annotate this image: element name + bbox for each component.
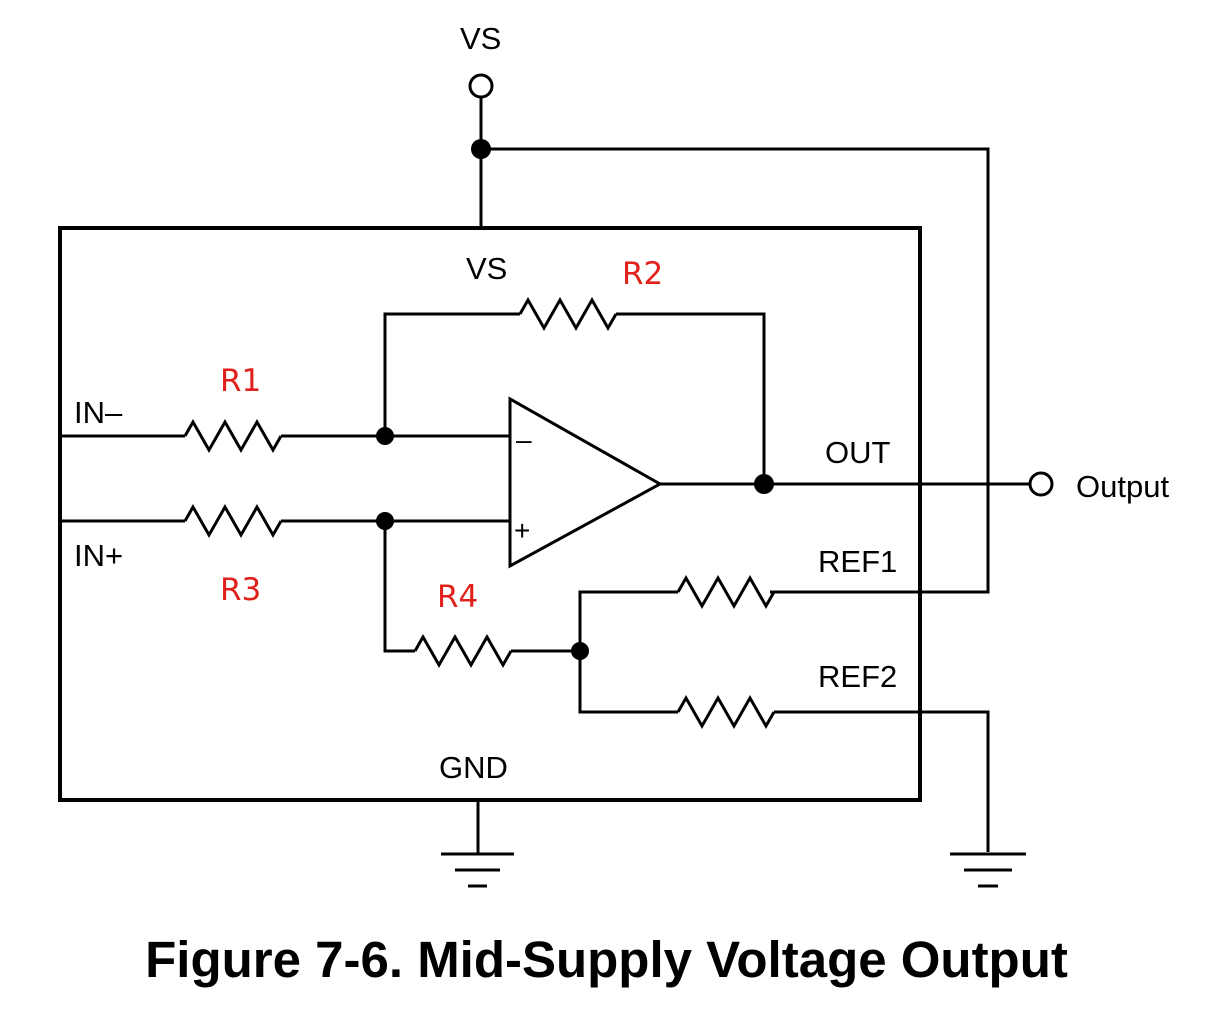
output-terminal [1028,471,1054,497]
r4-left-wire [383,521,415,653]
feedback-right-wire [616,312,766,484]
resistor-r4 [413,633,513,669]
ref2-branch-wire [578,651,678,714]
out-node-dot [754,474,774,494]
ref1-branch-wire [578,590,678,651]
ref2-label: REF2 [818,659,897,694]
in-plus-label: IN+ [74,538,123,573]
resistor-ref1 [676,574,776,610]
ground-symbol-ref2 [950,852,1026,888]
in-minus-label: IN– [74,395,123,430]
op-amp-minus-sign: – [516,424,532,455]
vs-to-ref1-wire [481,147,990,594]
r3-label: R3 [220,572,261,608]
resistor-r3 [183,503,283,539]
op-amp [508,396,664,569]
ref1-label: REF1 [818,544,897,579]
resistor-ref2 [676,694,776,730]
r1-label: R1 [220,363,261,399]
vs-top-label: VS [460,21,501,56]
figure-caption: Figure 7-6. Mid-Supply Voltage Output [145,931,1068,988]
ground-symbol-gnd [441,852,514,888]
vs-inner-label: VS [466,251,507,286]
out-label: OUT [825,435,891,470]
r2-label: R2 [622,256,663,292]
r4-label: R4 [437,579,478,615]
op-amp-plus-sign: + [514,515,530,546]
vs-terminal [468,73,494,99]
resistor-r1 [183,418,283,454]
ref2-to-ground-wire [774,710,990,852]
output-label: Output [1076,469,1169,504]
ic-package-outline [58,226,922,802]
resistor-r2 [518,296,618,332]
feedback-left-wire [383,312,520,436]
gnd-label: GND [439,750,508,785]
